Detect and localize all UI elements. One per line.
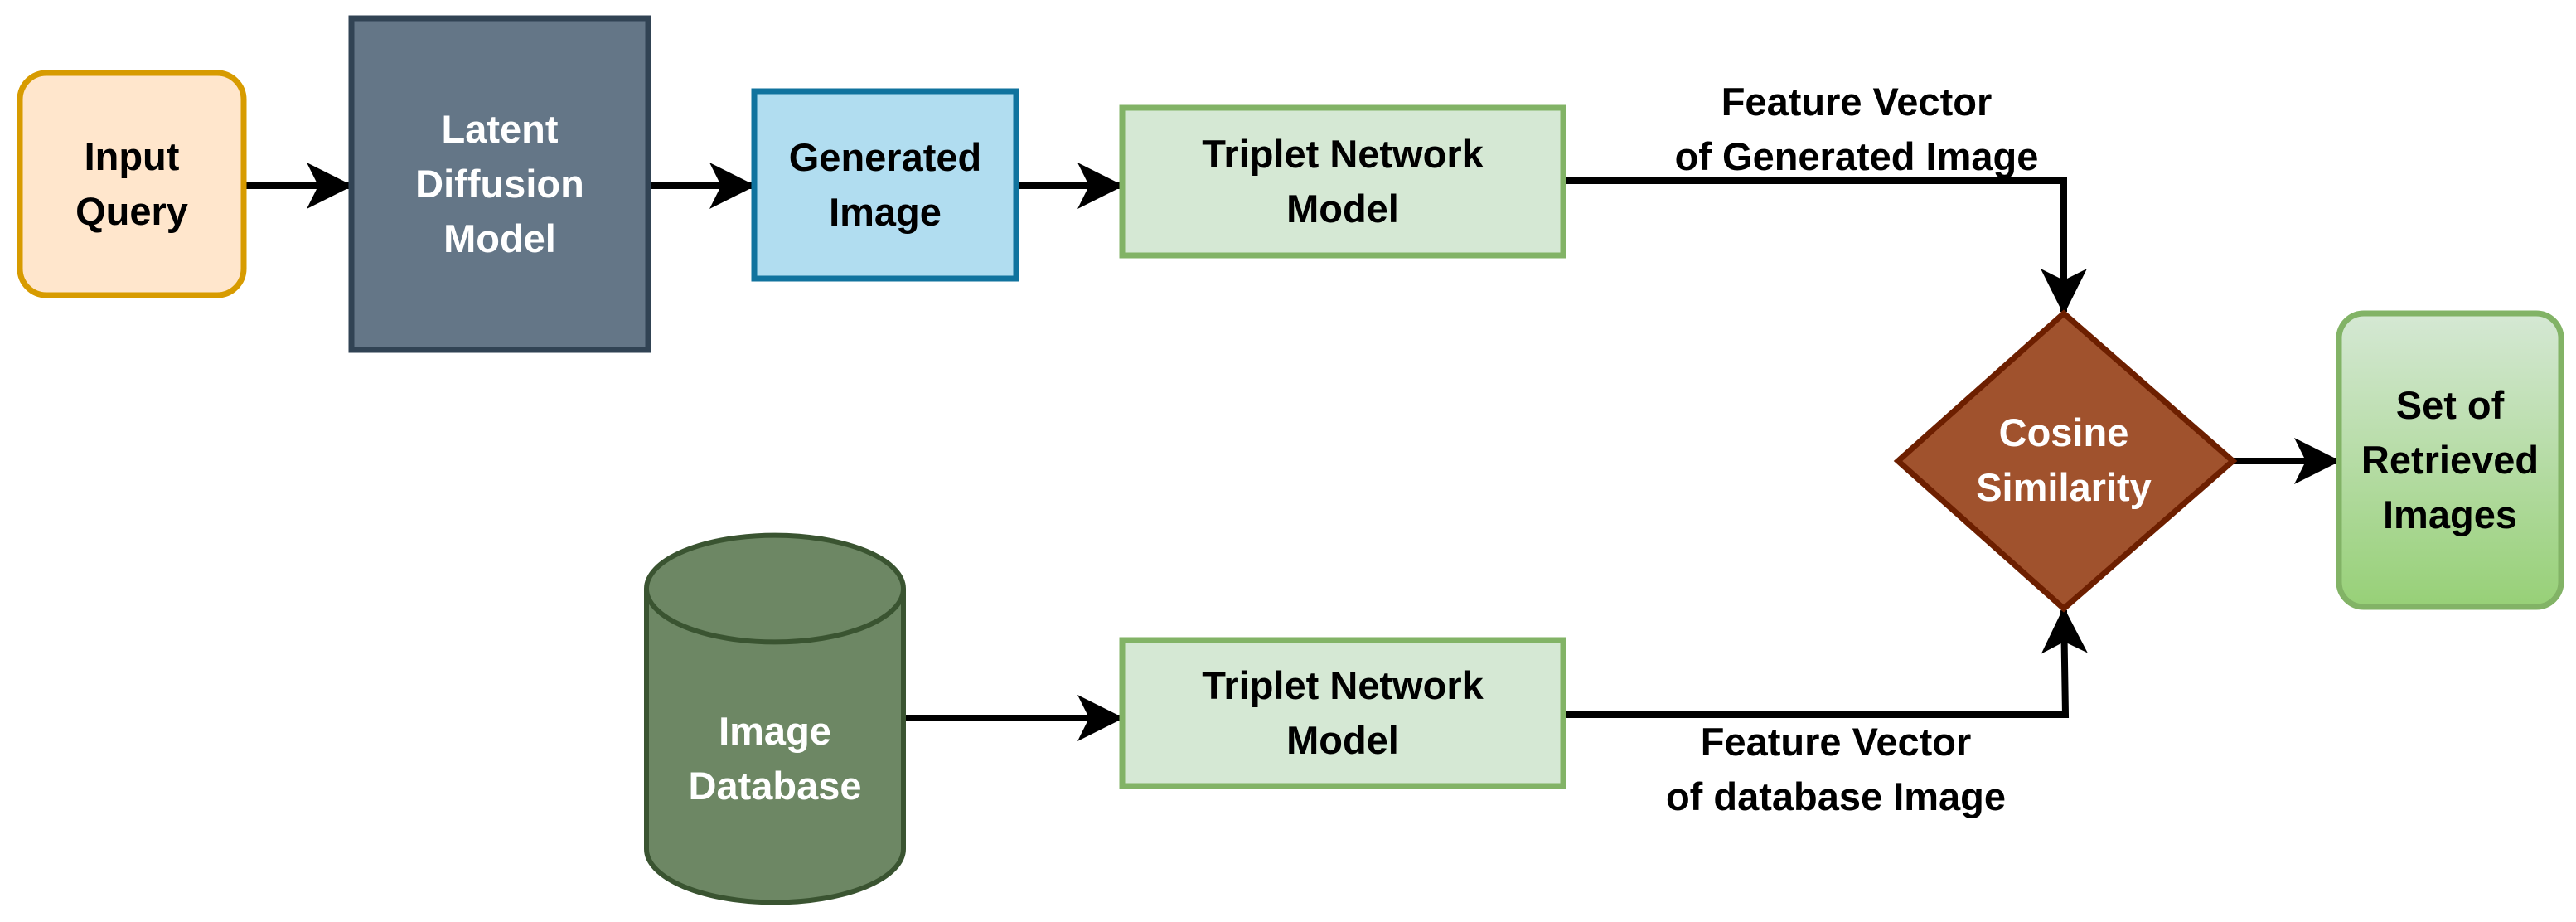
input-query-label: Input Query [75,134,188,233]
triplet-network-top-node [1119,104,1566,259]
generated-image-label: Generated Image [788,135,982,234]
image-database-cylinder [644,532,906,905]
arrow-triplet-to-cosine [1563,177,2087,315]
feature-vector-database-label: Feature Vector of database Image [1665,720,2007,818]
triplet-network-bottom-node [1119,637,1566,789]
input-query-node [17,70,247,298]
feature-vector-generated-label: Feature Vector of Generated Image [1674,80,2039,178]
latent-diffusion-label: Latent Diffusion Model [415,107,584,260]
image-database-label: Image Database [688,709,862,808]
arrow-triplet-to-cosine-bottom [1563,607,2088,718]
latent-diffusion-node [348,15,651,353]
triplet-network-bottom-label: Triplet Network Model [1202,663,1484,762]
generated-image-node [751,88,1019,282]
cosine-similarity-label: Cosine Similarity [1976,410,2152,509]
triplet-network-top-label: Triplet Network Model [1202,132,1484,230]
retrieved-images-node [2336,310,2564,610]
retrieved-images-label: Set of Retrieved Images [2361,383,2540,536]
cosine-similarity-node [1893,309,2238,613]
